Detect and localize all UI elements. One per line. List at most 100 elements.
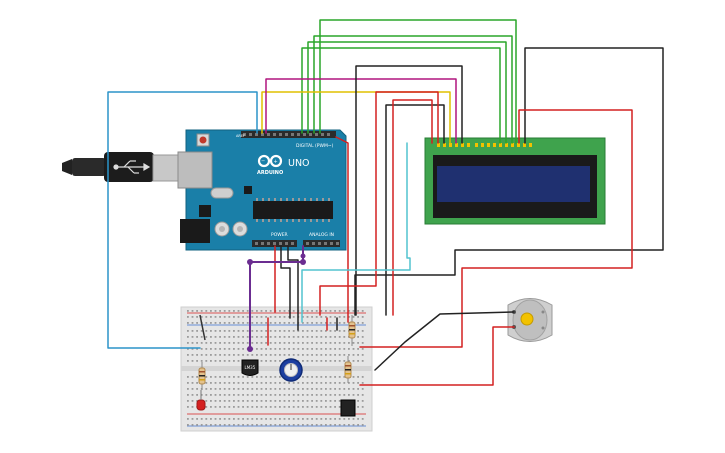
wire-green-2[interactable] [307,41,507,144]
wire-green-3[interactable] [313,35,513,144]
breadboard-hole [251,310,254,312]
breadboard-hole [223,406,226,408]
breadboard-hole [191,388,194,390]
breadboard-hole [292,424,295,426]
breadboard-hole [219,336,221,338]
breadboard-hole [348,348,350,350]
breadboard-hole [237,424,240,426]
breadboard-hole [251,376,254,378]
resistor-1[interactable] [198,362,206,390]
lm35-temperature-sensor[interactable]: LM35 [241,359,259,376]
breadboard-hole [219,382,221,384]
wires[interactable] [107,19,664,386]
breadboard-hole [246,336,249,338]
breadboard-hole [260,316,263,318]
breadboard-hole [205,360,208,362]
breadboard-hole [233,406,235,408]
breadboard-hole [302,322,304,324]
breadboard-hole [283,316,286,318]
power-jack [180,219,210,243]
wire-black-gnd[interactable] [280,245,291,319]
resistor-3[interactable] [344,356,352,383]
breadboard-hole [246,342,249,344]
breadboard-hole [210,376,212,378]
breadboard-hole [334,424,336,426]
breadboard-hole [343,388,346,390]
breadboard-hole [196,316,198,318]
wire-black-motor[interactable] [374,311,515,371]
breadboard-hole [233,322,235,324]
breadboard-center-channel [181,366,372,371]
breadboard-hole [325,322,327,324]
breadboard-hole [196,424,198,426]
breadboard-hole [292,382,295,384]
wire-cyan-lcd[interactable] [301,142,411,323]
breadboard-hole [228,316,231,318]
breadboard-hole [219,316,221,318]
wire-red-digital[interactable] [335,136,349,323]
breadboard-hole [320,382,323,384]
potentiometer[interactable] [279,358,303,382]
breadboard-hole [315,424,318,426]
transistor[interactable] [340,399,356,417]
usb-cable[interactable] [62,152,184,182]
breadboard-hole [357,348,359,350]
breadboard[interactable] [180,306,373,432]
breadboard-hole [320,310,323,312]
dc-motor[interactable] [507,298,553,342]
pushbutton-switch[interactable] [199,314,206,341]
wire-blue-button[interactable] [107,91,258,349]
wire-black-lcd-rw[interactable] [385,104,445,316]
breadboard-hole [196,360,198,362]
wire-red-lcd-a[interactable] [359,109,633,348]
lcd-16x2-display[interactable] [424,137,606,225]
reset-button-cap[interactable] [199,136,207,144]
breadboard-hole [191,424,194,426]
breadboard-hole [246,322,249,324]
breadboard-hole [357,310,359,312]
wire-green-4[interactable] [319,19,517,144]
breadboard-hole [242,424,244,426]
wire-red-lcd-vcc[interactable] [319,91,439,316]
breadboard-hole [288,336,290,338]
breadboard-hole [246,400,249,402]
breadboard-hole [242,316,244,318]
breadboard-hole [251,382,254,384]
breadboard-hole [361,354,364,356]
wire-red-motor[interactable] [359,326,515,386]
breadboard-hole [210,388,212,390]
wire-black-gnd-2[interactable] [287,245,299,331]
breadboard-hole [196,382,198,384]
breadboard-hole [228,376,231,378]
arduino-uno-board[interactable]: DIGITAL (PWM~) AREF − + ARDUINO UNO [177,129,347,251]
breadboard-hole [196,394,198,396]
breadboard-hole [251,400,254,402]
wire-black-lcd-gnd[interactable] [355,65,463,316]
breadboard-hole [315,310,318,312]
breadboard-hole [260,394,263,396]
breadboard-hole [315,354,318,356]
breadboard-hole [205,424,208,426]
breadboard-hole [357,376,359,378]
breadboard-hole [325,336,327,338]
wire-red-lcd-v0[interactable] [392,99,433,316]
breadboard-hole [357,354,359,356]
led-red[interactable] [196,390,206,411]
wire-magenta-lcd-rs[interactable] [265,78,457,144]
breadboard-hole [210,354,212,356]
breadboard-hole [297,342,300,344]
breadboard-hole [269,336,272,338]
breadboard-hole [311,418,313,420]
breadboard-hole [228,388,231,390]
wire-green-1[interactable] [301,47,501,144]
breadboard-hole [219,360,221,362]
crystal-oscillator [210,187,234,199]
breadboard-hole [260,418,263,420]
breadboard-hole [329,322,332,324]
atmega-chip [253,201,333,219]
wire-black-lcd-k[interactable] [354,47,664,316]
resistor-2[interactable] [348,315,356,346]
breadboard-hole [334,354,336,356]
breadboard-hole [306,400,309,402]
